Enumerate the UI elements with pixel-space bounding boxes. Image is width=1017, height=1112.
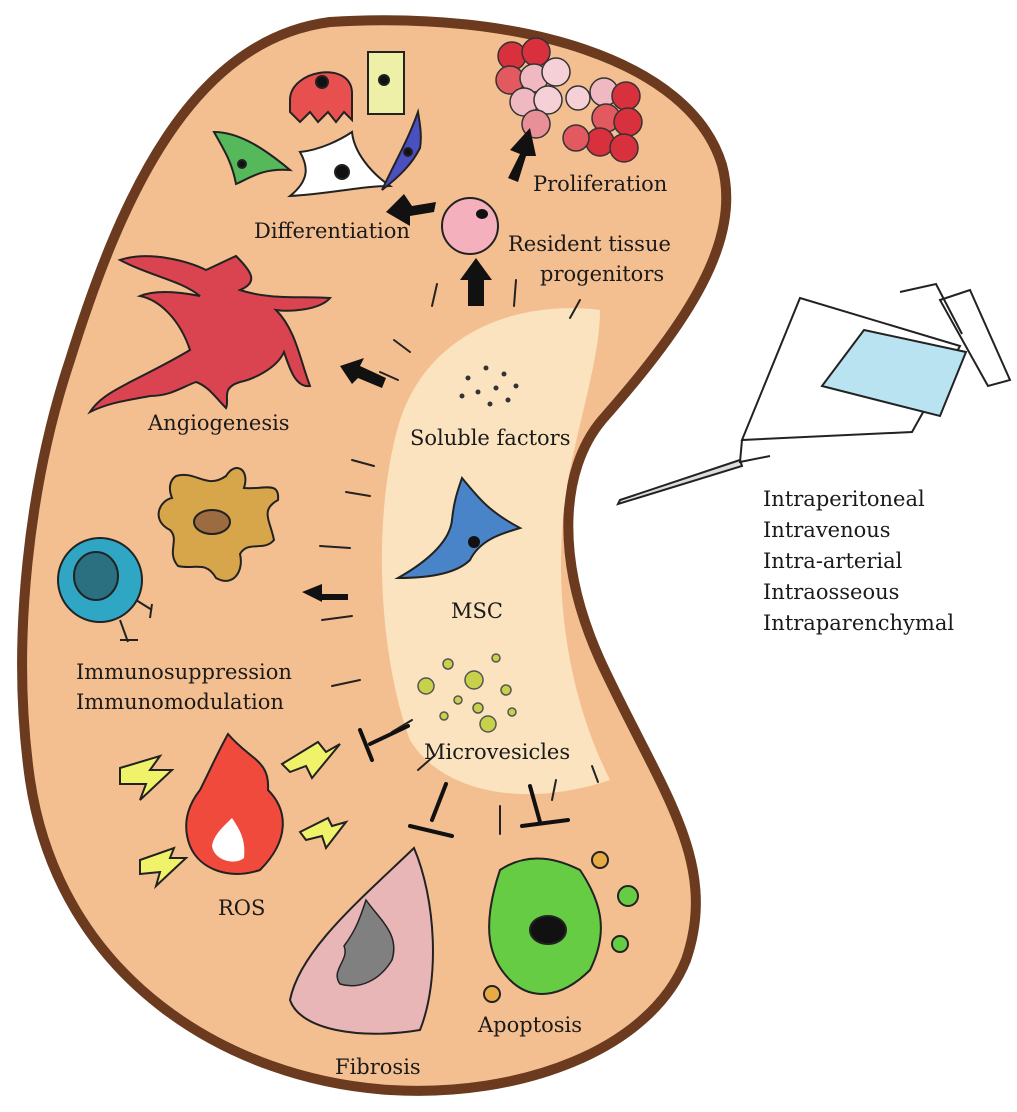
ros-label: ROS [218,896,265,920]
progenitors-label: progenitors [540,262,664,286]
immunosuppression-label: Immunosuppression [76,660,292,684]
angiogenesis-label: Angiogenesis [148,411,290,435]
fibrosis-label: Fibrosis [335,1055,421,1079]
differentiation-label: Differentiation [254,219,410,243]
route-item: Intraosseous [763,577,954,608]
apoptosis-label: Apoptosis [478,1013,582,1037]
soluble-factors-label: Soluble factors [410,426,570,450]
route-item: Intra-arterial [763,546,954,577]
administration-routes-list: Intraperitoneal Intravenous Intra-arteri… [763,484,954,639]
route-item: Intraperitoneal [763,484,954,515]
route-item: Intraparenchymal [763,608,954,639]
msc-label: MSC [451,599,503,623]
resident-tissue-label: Resident tissue [508,232,671,256]
proliferation-label: Proliferation [533,172,667,196]
immunomodulation-label: Immunomodulation [76,690,284,714]
progenitor-cell-icon [442,198,498,254]
microvesicles-label: Microvesicles [424,740,570,764]
route-item: Intravenous [763,515,954,546]
